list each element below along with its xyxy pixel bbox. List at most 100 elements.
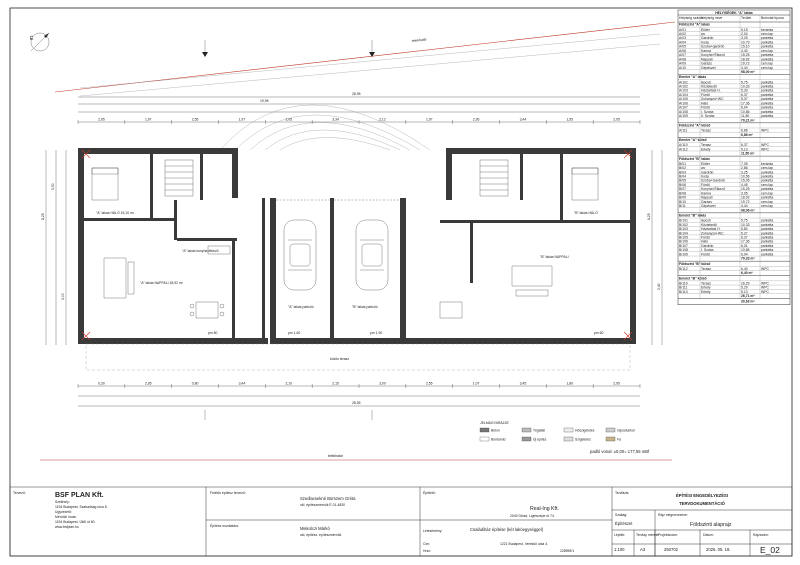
company-line: www.bsfplan.hu xyxy=(55,525,79,529)
table-section-title: Földszint "A" lakás xyxy=(679,23,710,27)
co-designer-sub: okl. építész, építészmérnök xyxy=(300,533,342,537)
client-address: 2049 Diósd, Ligetszépe út 74. xyxy=(510,514,555,518)
table-cell: B/113 xyxy=(679,290,688,294)
legend-item: Szigetelés xyxy=(575,438,591,442)
table-cell: parketta xyxy=(761,45,773,49)
table-cell: 7,05 xyxy=(741,162,748,166)
table-cell: parketta xyxy=(761,196,773,200)
table-cell: parketta xyxy=(761,170,773,174)
table-cell: 6,37 xyxy=(741,93,748,97)
architect-name: Szedlacsekné Bürszem Gréta xyxy=(300,496,356,501)
table-cell: parketta xyxy=(761,223,773,227)
side-dim: 8,25 xyxy=(647,213,651,220)
unit-a: "A" lakás HÁLÓ 15,10 m² "A" lakás NAPPAL… xyxy=(78,148,268,344)
sub-width-dim: 19,95 xyxy=(260,99,269,103)
table-cell: 15,25 xyxy=(741,187,750,191)
table-cell: WPC xyxy=(761,281,769,285)
table-cell: A/101 xyxy=(679,80,688,84)
client-name: Real-Ing Kft. xyxy=(530,506,559,512)
table-cell: 3,25 xyxy=(741,36,748,40)
table-cell: 10,79 xyxy=(741,40,750,44)
table-cell: 19,72 xyxy=(741,62,750,66)
table-cell: A/10 xyxy=(679,66,686,70)
table-cell: Konyha+Étkező xyxy=(701,52,725,57)
table-cell: 5,13 xyxy=(741,147,748,151)
table-cell: Nappali xyxy=(701,196,713,200)
table-header: HELYISÉGEK "A" lakás xyxy=(715,10,753,15)
table-cell: B/03 xyxy=(679,170,686,174)
table-cell: II. Szoba xyxy=(701,114,714,118)
project-number-label: Projektszám: xyxy=(658,533,678,537)
dim-label: 3,34 xyxy=(332,118,339,122)
discipline: Építészet xyxy=(615,521,633,526)
dim-label: 2,95 xyxy=(473,118,480,122)
format: A3 xyxy=(640,547,646,552)
room-label: "A" lakás konyha-étkező xyxy=(182,249,219,253)
table-cell: Előtér xyxy=(701,28,711,32)
table-cell: 10,86 xyxy=(741,248,750,252)
table-cell: B/112 xyxy=(679,267,688,271)
table-cell: 10,86 xyxy=(741,110,750,114)
side-dim: 3,00 xyxy=(61,293,65,300)
legend-item: Bontandó xyxy=(491,438,506,442)
legend-item: Fa xyxy=(617,438,621,442)
table-cell: lépcső xyxy=(701,219,711,223)
table-section-total: 26,71 m² xyxy=(741,294,755,298)
table-cell: Terasz xyxy=(701,267,711,271)
dim-label: 0,80 xyxy=(192,382,199,386)
co-designer: Miskolczi Márkó xyxy=(300,526,330,531)
table-cell: B/102 xyxy=(679,223,688,227)
table-cell: Gardrób xyxy=(701,170,714,174)
plot-line-top-label: telekhatár xyxy=(412,37,428,43)
level-tag: pm 60 xyxy=(208,331,218,335)
table-cell: parketta xyxy=(761,40,773,44)
table-cell: Garázs xyxy=(701,62,712,66)
table-cell: parketta xyxy=(761,110,773,114)
table-cell: parketta xyxy=(761,106,773,110)
table-cell: B/05 xyxy=(679,179,686,183)
table-cell: B/09 xyxy=(679,196,686,200)
table-cell: 10,56 xyxy=(741,175,750,179)
legend-item: Téglafal xyxy=(533,429,545,433)
side-dim: 2,40 xyxy=(657,283,661,290)
table-cell: 6,40 xyxy=(741,267,748,271)
table-section-title: Emelet "B" külső xyxy=(679,276,707,280)
table-cell: kerámia xyxy=(761,162,773,166)
table-column-header: Terület xyxy=(741,16,751,20)
table-cell: B/01 xyxy=(679,162,686,166)
table-cell: cem.lap xyxy=(761,191,773,195)
dim-label: 2,05 xyxy=(285,118,292,122)
legend-title: JELMAGYARÁZAT: xyxy=(480,421,509,425)
table-cell: WPC xyxy=(761,267,769,271)
table-cell: B/103 xyxy=(679,227,688,231)
table-cell: Szoba+Gardrób xyxy=(701,179,725,183)
company-line: 1194 Budapest, Üllői út 60. xyxy=(55,520,96,524)
responsible-label: Felelős építész tervező: xyxy=(210,491,246,495)
lot-label: Hrsz: xyxy=(423,549,431,553)
format-label: Tervlap mérete: xyxy=(636,533,659,537)
company-line: Mérnöki iroda: xyxy=(55,515,77,519)
table-cell: 3,25 xyxy=(741,170,748,174)
phase-title: ÉPÍTÉSI ENGEDÉLYEZÉSI xyxy=(676,493,728,498)
table-cell: B/106 xyxy=(679,240,688,244)
garages: "A" lakás parkoló "B" lakás parkoló pm 1… xyxy=(270,198,406,344)
table-cell: A/09 xyxy=(679,62,686,66)
table-cell: 5,33 xyxy=(741,89,748,93)
table-cell: parketta xyxy=(761,236,773,240)
table-cell: Háztartási H. xyxy=(701,89,721,93)
table-cell: Háló xyxy=(701,101,708,105)
table-cell: Fürdő xyxy=(701,183,710,187)
table-cell: Kamra xyxy=(701,191,711,195)
table-cell: B/07 xyxy=(679,187,686,191)
dim-label: 3,44 xyxy=(520,118,527,122)
legend-swatch xyxy=(605,436,616,442)
table-cell: parketta xyxy=(761,244,773,248)
legend-swatch xyxy=(605,427,616,433)
company-line: Ügyvezető: xyxy=(55,510,72,514)
table-cell: A/102 xyxy=(679,85,688,89)
table-cell: parketta xyxy=(761,53,773,57)
table-cell: 2,86 xyxy=(741,166,748,170)
table-cell: A/03 xyxy=(679,36,686,40)
